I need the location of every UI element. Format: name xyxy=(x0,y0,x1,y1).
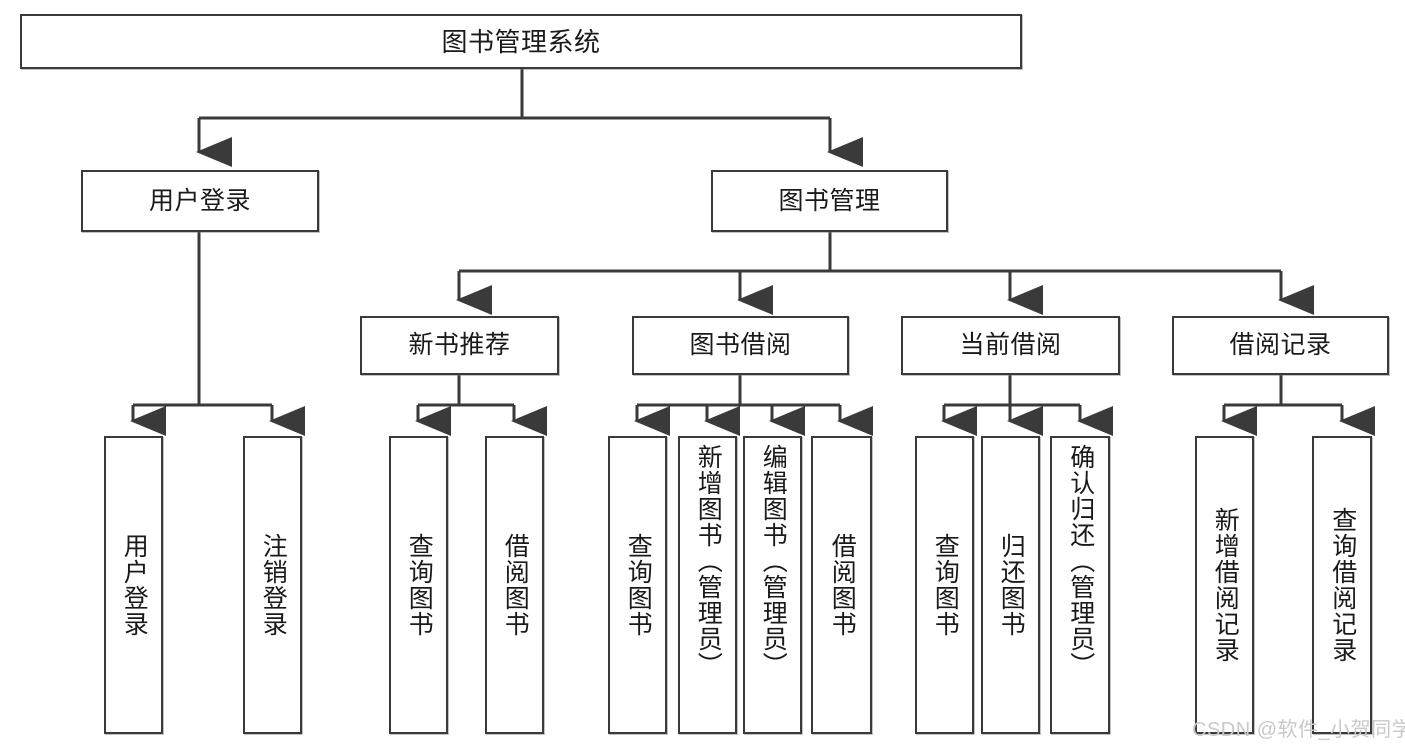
node-current-borrow-label: 当前借阅 xyxy=(959,331,1062,359)
node-new-book-rec[interactable]: 新书推荐 xyxy=(360,316,559,375)
leaf-add-book[interactable]: 新增图书（管理员） xyxy=(678,436,737,734)
leaf-logout-label: 注销登录 xyxy=(259,533,288,637)
leaf-query-book-3-label: 查询图书 xyxy=(931,533,960,637)
leaf-user-login-label: 用户登录 xyxy=(120,533,149,637)
leaf-query-record[interactable]: 查询借阅记录 xyxy=(1312,436,1372,734)
leaf-confirm-return[interactable]: 确认归还（管理员） xyxy=(1050,436,1110,734)
node-book-manage[interactable]: 图书管理 xyxy=(711,170,948,232)
leaf-borrow-book-2-label: 借阅图书 xyxy=(828,533,857,637)
node-new-book-rec-label: 新书推荐 xyxy=(408,331,511,359)
leaf-return-book[interactable]: 归还图书 xyxy=(981,436,1040,734)
leaf-query-book-2-label: 查询图书 xyxy=(624,533,653,637)
leaf-user-login[interactable]: 用户登录 xyxy=(104,436,163,734)
node-user-login[interactable]: 用户登录 xyxy=(81,170,319,232)
csdn-watermark: CSDN @软件_小贺同学 xyxy=(1192,719,1405,741)
node-book-borrow-label: 图书借阅 xyxy=(689,331,792,359)
node-user-login-label: 用户登录 xyxy=(148,186,251,215)
leaf-confirm-return-label: 确认归还（管理员） xyxy=(1066,444,1095,678)
leaf-return-book-label: 归还图书 xyxy=(997,533,1026,637)
leaf-borrow-book-1-label: 借阅图书 xyxy=(501,533,530,637)
leaf-query-book-3[interactable]: 查询图书 xyxy=(915,436,974,734)
leaf-query-record-label: 查询借阅记录 xyxy=(1328,507,1357,663)
leaf-query-book-2[interactable]: 查询图书 xyxy=(608,436,667,734)
leaf-query-book-1-label: 查询图书 xyxy=(405,533,434,637)
node-root-label: 图书管理系统 xyxy=(441,26,601,57)
node-root[interactable]: 图书管理系统 xyxy=(20,14,1022,69)
leaf-add-book-label: 新增图书（管理员） xyxy=(694,444,723,678)
leaf-add-record-label: 新增借阅记录 xyxy=(1211,507,1240,663)
leaf-borrow-book-2[interactable]: 借阅图书 xyxy=(811,436,872,734)
leaf-add-record[interactable]: 新增借阅记录 xyxy=(1195,436,1254,734)
node-current-borrow[interactable]: 当前借阅 xyxy=(901,316,1120,375)
leaf-query-book-1[interactable]: 查询图书 xyxy=(389,436,448,734)
node-book-borrow[interactable]: 图书借阅 xyxy=(632,316,849,375)
node-book-manage-label: 图书管理 xyxy=(778,186,881,215)
node-borrow-record-label: 借阅记录 xyxy=(1229,331,1332,359)
leaf-edit-book[interactable]: 编辑图书（管理员） xyxy=(743,436,802,734)
leaf-borrow-book-1[interactable]: 借阅图书 xyxy=(485,436,544,734)
leaf-edit-book-label: 编辑图书（管理员） xyxy=(759,444,788,678)
node-borrow-record[interactable]: 借阅记录 xyxy=(1172,316,1389,375)
leaf-logout[interactable]: 注销登录 xyxy=(243,436,302,734)
